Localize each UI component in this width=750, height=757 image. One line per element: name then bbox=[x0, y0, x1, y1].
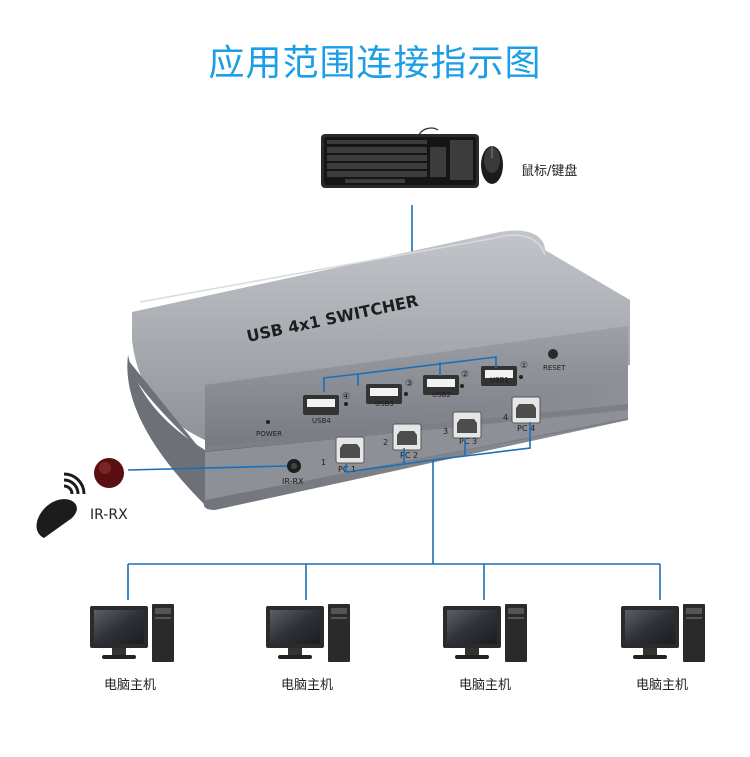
keyboard-icon bbox=[321, 127, 479, 188]
pc-port-num: 4 bbox=[503, 413, 508, 422]
pc-port-3 bbox=[452, 411, 482, 439]
computer-label: 电脑主机 bbox=[280, 678, 333, 693]
pc-port-label: PC 4 bbox=[517, 424, 535, 433]
mouse-icon bbox=[481, 146, 503, 184]
computer-label: 电脑主机 bbox=[635, 678, 688, 693]
pc-port-label: PC 1 bbox=[338, 465, 356, 474]
page-title: 应用范围连接指示图 bbox=[208, 43, 542, 84]
computer-icon bbox=[621, 604, 705, 662]
reset-button-icon bbox=[548, 349, 558, 359]
ir-port-label: IR-RX bbox=[282, 477, 304, 486]
usb-port-num: ② bbox=[461, 370, 469, 380]
pc-port-label: PC 3 bbox=[459, 437, 477, 446]
usb-port-num: ④ bbox=[342, 392, 350, 402]
pc-port-label: PC 2 bbox=[400, 451, 418, 460]
computer-icon bbox=[443, 604, 527, 662]
usb-port-label: USB4 bbox=[312, 417, 331, 425]
usb-port-label: USB1 bbox=[490, 376, 509, 384]
remote-label: IR-RX bbox=[90, 507, 128, 523]
usb-port-4 bbox=[303, 395, 339, 415]
computer-icon bbox=[90, 604, 174, 662]
peripheral-label: 鼠标/键盘 bbox=[521, 164, 578, 179]
computer-label: 电脑主机 bbox=[103, 678, 156, 693]
computer-icon bbox=[266, 604, 350, 662]
ir-receiver-icon bbox=[94, 458, 124, 488]
usb-port-num: ③ bbox=[405, 379, 413, 389]
usb-port-label: USB2 bbox=[432, 391, 451, 399]
reset-label: RESET bbox=[543, 364, 566, 372]
usb-port-2 bbox=[423, 375, 459, 395]
power-label: POWER bbox=[256, 430, 282, 438]
usb-port-label: USB3 bbox=[375, 400, 394, 408]
pc-port-1 bbox=[335, 436, 365, 464]
usb-port-1 bbox=[481, 366, 517, 386]
usb-port-3 bbox=[366, 384, 402, 404]
pc-port-num: 1 bbox=[321, 458, 326, 467]
pc-port-num: 3 bbox=[443, 427, 448, 436]
pc-port-2 bbox=[392, 423, 422, 451]
usb-port-num: ① bbox=[520, 361, 528, 371]
connector-lines bbox=[127, 356, 661, 600]
pc-port-num: 2 bbox=[383, 438, 388, 447]
pc-port-4 bbox=[511, 396, 541, 424]
computer-label: 电脑主机 bbox=[458, 678, 511, 693]
remote-control-icon bbox=[36, 472, 86, 538]
